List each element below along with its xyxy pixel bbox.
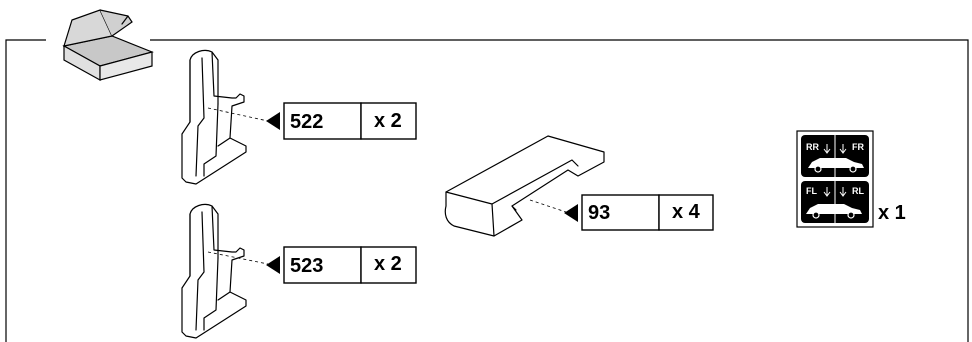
part-number: 93 <box>588 202 610 224</box>
part-number: 522 <box>290 111 323 133</box>
part-number: 523 <box>290 255 323 277</box>
sticker-label-fl: FL <box>806 186 817 196</box>
position-sticker-sheet: RR FR FL RL <box>796 130 874 228</box>
bracket-523-illustration <box>181 203 269 339</box>
part-quantity: x 4 <box>672 201 701 223</box>
quantity-box <box>658 194 714 231</box>
frame-border <box>5 39 969 342</box>
sticker-label-rl: RL <box>852 186 864 196</box>
part-label-522: 522 x 2 <box>266 102 417 140</box>
quantity-box <box>360 102 417 140</box>
car-icon <box>808 158 864 173</box>
bracket-522-illustration <box>181 49 269 185</box>
car-icon <box>806 204 862 219</box>
part-number-box <box>283 246 362 284</box>
pointer-arrow <box>564 204 578 222</box>
pointer-arrow <box>266 256 280 274</box>
pointer-arrow <box>266 112 280 130</box>
box-icon <box>62 9 154 82</box>
quantity-box <box>360 246 417 284</box>
sticker-quantity: x 1 <box>878 202 906 224</box>
sticker-rear-right-front-right: RR FR <box>801 135 869 177</box>
sticker-label-rr: RR <box>806 142 819 152</box>
sticker-label-fr: FR <box>852 142 864 152</box>
part-quantity: x 2 <box>374 253 402 275</box>
part-label-93: 93 x 4 <box>564 194 714 231</box>
part-quantity: x 2 <box>374 110 402 132</box>
part-label-523: 523 x 2 <box>266 246 417 284</box>
sticker-front-left-rear-left: FL RL <box>801 181 869 223</box>
pad-93-illustration <box>444 135 605 237</box>
